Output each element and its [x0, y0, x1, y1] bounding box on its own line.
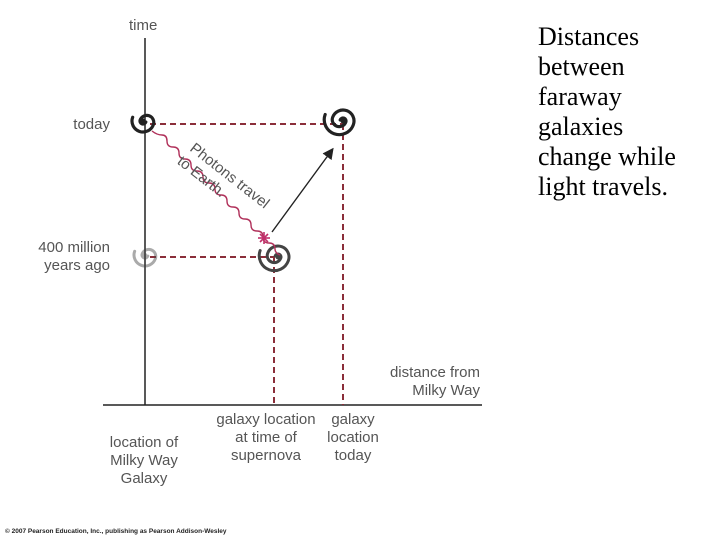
motion-arrow	[271, 147, 334, 233]
caption-line: change while	[538, 142, 676, 171]
caption-line: galaxies	[538, 112, 624, 141]
galaxy-then-label-line1: galaxy location	[216, 411, 315, 428]
galaxy-then-label-line3: supernova	[231, 447, 302, 464]
milky-way-label-line1: location of	[110, 434, 179, 451]
galaxy-now-label-line3: today	[335, 447, 372, 464]
supernova-star-icon	[258, 232, 270, 244]
copyright-note: © 2007 Pearson Education, Inc., publishi…	[5, 527, 227, 535]
photon-wave	[151, 130, 281, 256]
milky-way-label-line3: Galaxy	[121, 470, 168, 487]
caption-line: Distances	[538, 22, 640, 51]
caption-text: Distances between faraway galaxies chang…	[538, 22, 713, 202]
caption-line: between	[538, 52, 625, 81]
caption-line: faraway	[538, 82, 622, 111]
galaxy-now-label-line1: galaxy	[331, 411, 375, 428]
past-label-line1: 400 million	[38, 239, 110, 256]
distance-axis-label-line1: distance from	[390, 364, 480, 381]
past-label-line2: years ago	[44, 257, 110, 274]
caption-line: light travels.	[538, 172, 668, 201]
galaxy-then-label-line2: at time of	[235, 429, 298, 446]
galaxy-spiral-icon	[322, 108, 356, 137]
galaxy-spiral-icon	[132, 247, 158, 268]
time-axis-label: time	[129, 17, 157, 34]
today-label: today	[73, 116, 110, 133]
galaxy-now-label-line2: location	[327, 429, 379, 446]
galaxy-spiral-icon	[257, 244, 291, 273]
galaxy-spiral-icon	[130, 113, 156, 134]
distance-axis-label-line2: Milky Way	[412, 382, 480, 399]
milky-way-label-line2: Milky Way	[110, 452, 178, 469]
